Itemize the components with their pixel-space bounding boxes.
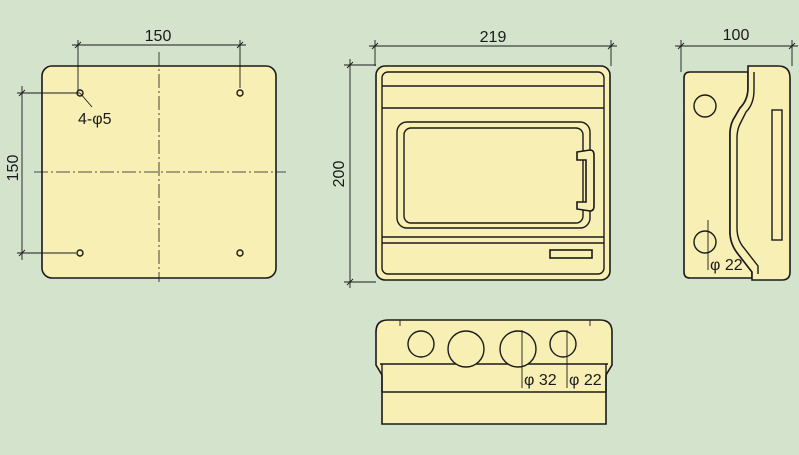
dim-back-height: 150: [5, 86, 80, 260]
dim-back-height-label: 150: [5, 155, 22, 182]
dim-back-width: 150: [72, 28, 246, 92]
front-window-inner: [403, 127, 584, 224]
dim-front-height-label: 200: [331, 161, 348, 188]
dim-side-depth-label: 100: [723, 27, 750, 44]
leader-mount-holes: [79, 92, 93, 108]
bottom-knockout-2: [447, 330, 485, 368]
dim-back-width-label: 150: [145, 28, 172, 45]
side-body-cover: [729, 65, 791, 281]
back-view: 150 150 4-φ5: [5, 28, 286, 282]
side-knockout-top: [693, 94, 717, 118]
label-bottom-hole-large: φ 32: [524, 372, 557, 389]
dim-front-height: 200: [331, 59, 376, 288]
label-side-hole: φ 22: [710, 257, 743, 274]
label-bottom-hole-small: φ 22: [569, 372, 602, 389]
front-body: [375, 65, 611, 281]
dim-front-width-label: 219: [480, 29, 507, 46]
mount-hole-bottom-right: [236, 249, 244, 257]
front-label-slot: [549, 249, 593, 259]
dim-side-depth: 100: [675, 27, 798, 72]
front-view: 219 200: [331, 29, 617, 288]
mount-hole-top-right: [236, 89, 244, 97]
mount-hole-bottom-left: [76, 249, 84, 257]
bottom-knockout-1: [407, 330, 435, 358]
side-cover-edge: [736, 72, 759, 274]
side-knockout-bottom: [693, 230, 717, 254]
dim-front-width: 219: [369, 29, 617, 66]
side-view: 100 φ 22: [675, 27, 798, 281]
label-mount-holes: 4-φ5: [78, 111, 112, 128]
side-hinge-strip: [771, 109, 783, 241]
bottom-knockout-3: [499, 330, 537, 368]
bottom-view: φ 32 φ 22: [375, 319, 613, 425]
front-inner-frame: [381, 71, 605, 275]
front-handle: [576, 149, 595, 212]
bottom-knockout-4: [549, 330, 577, 358]
